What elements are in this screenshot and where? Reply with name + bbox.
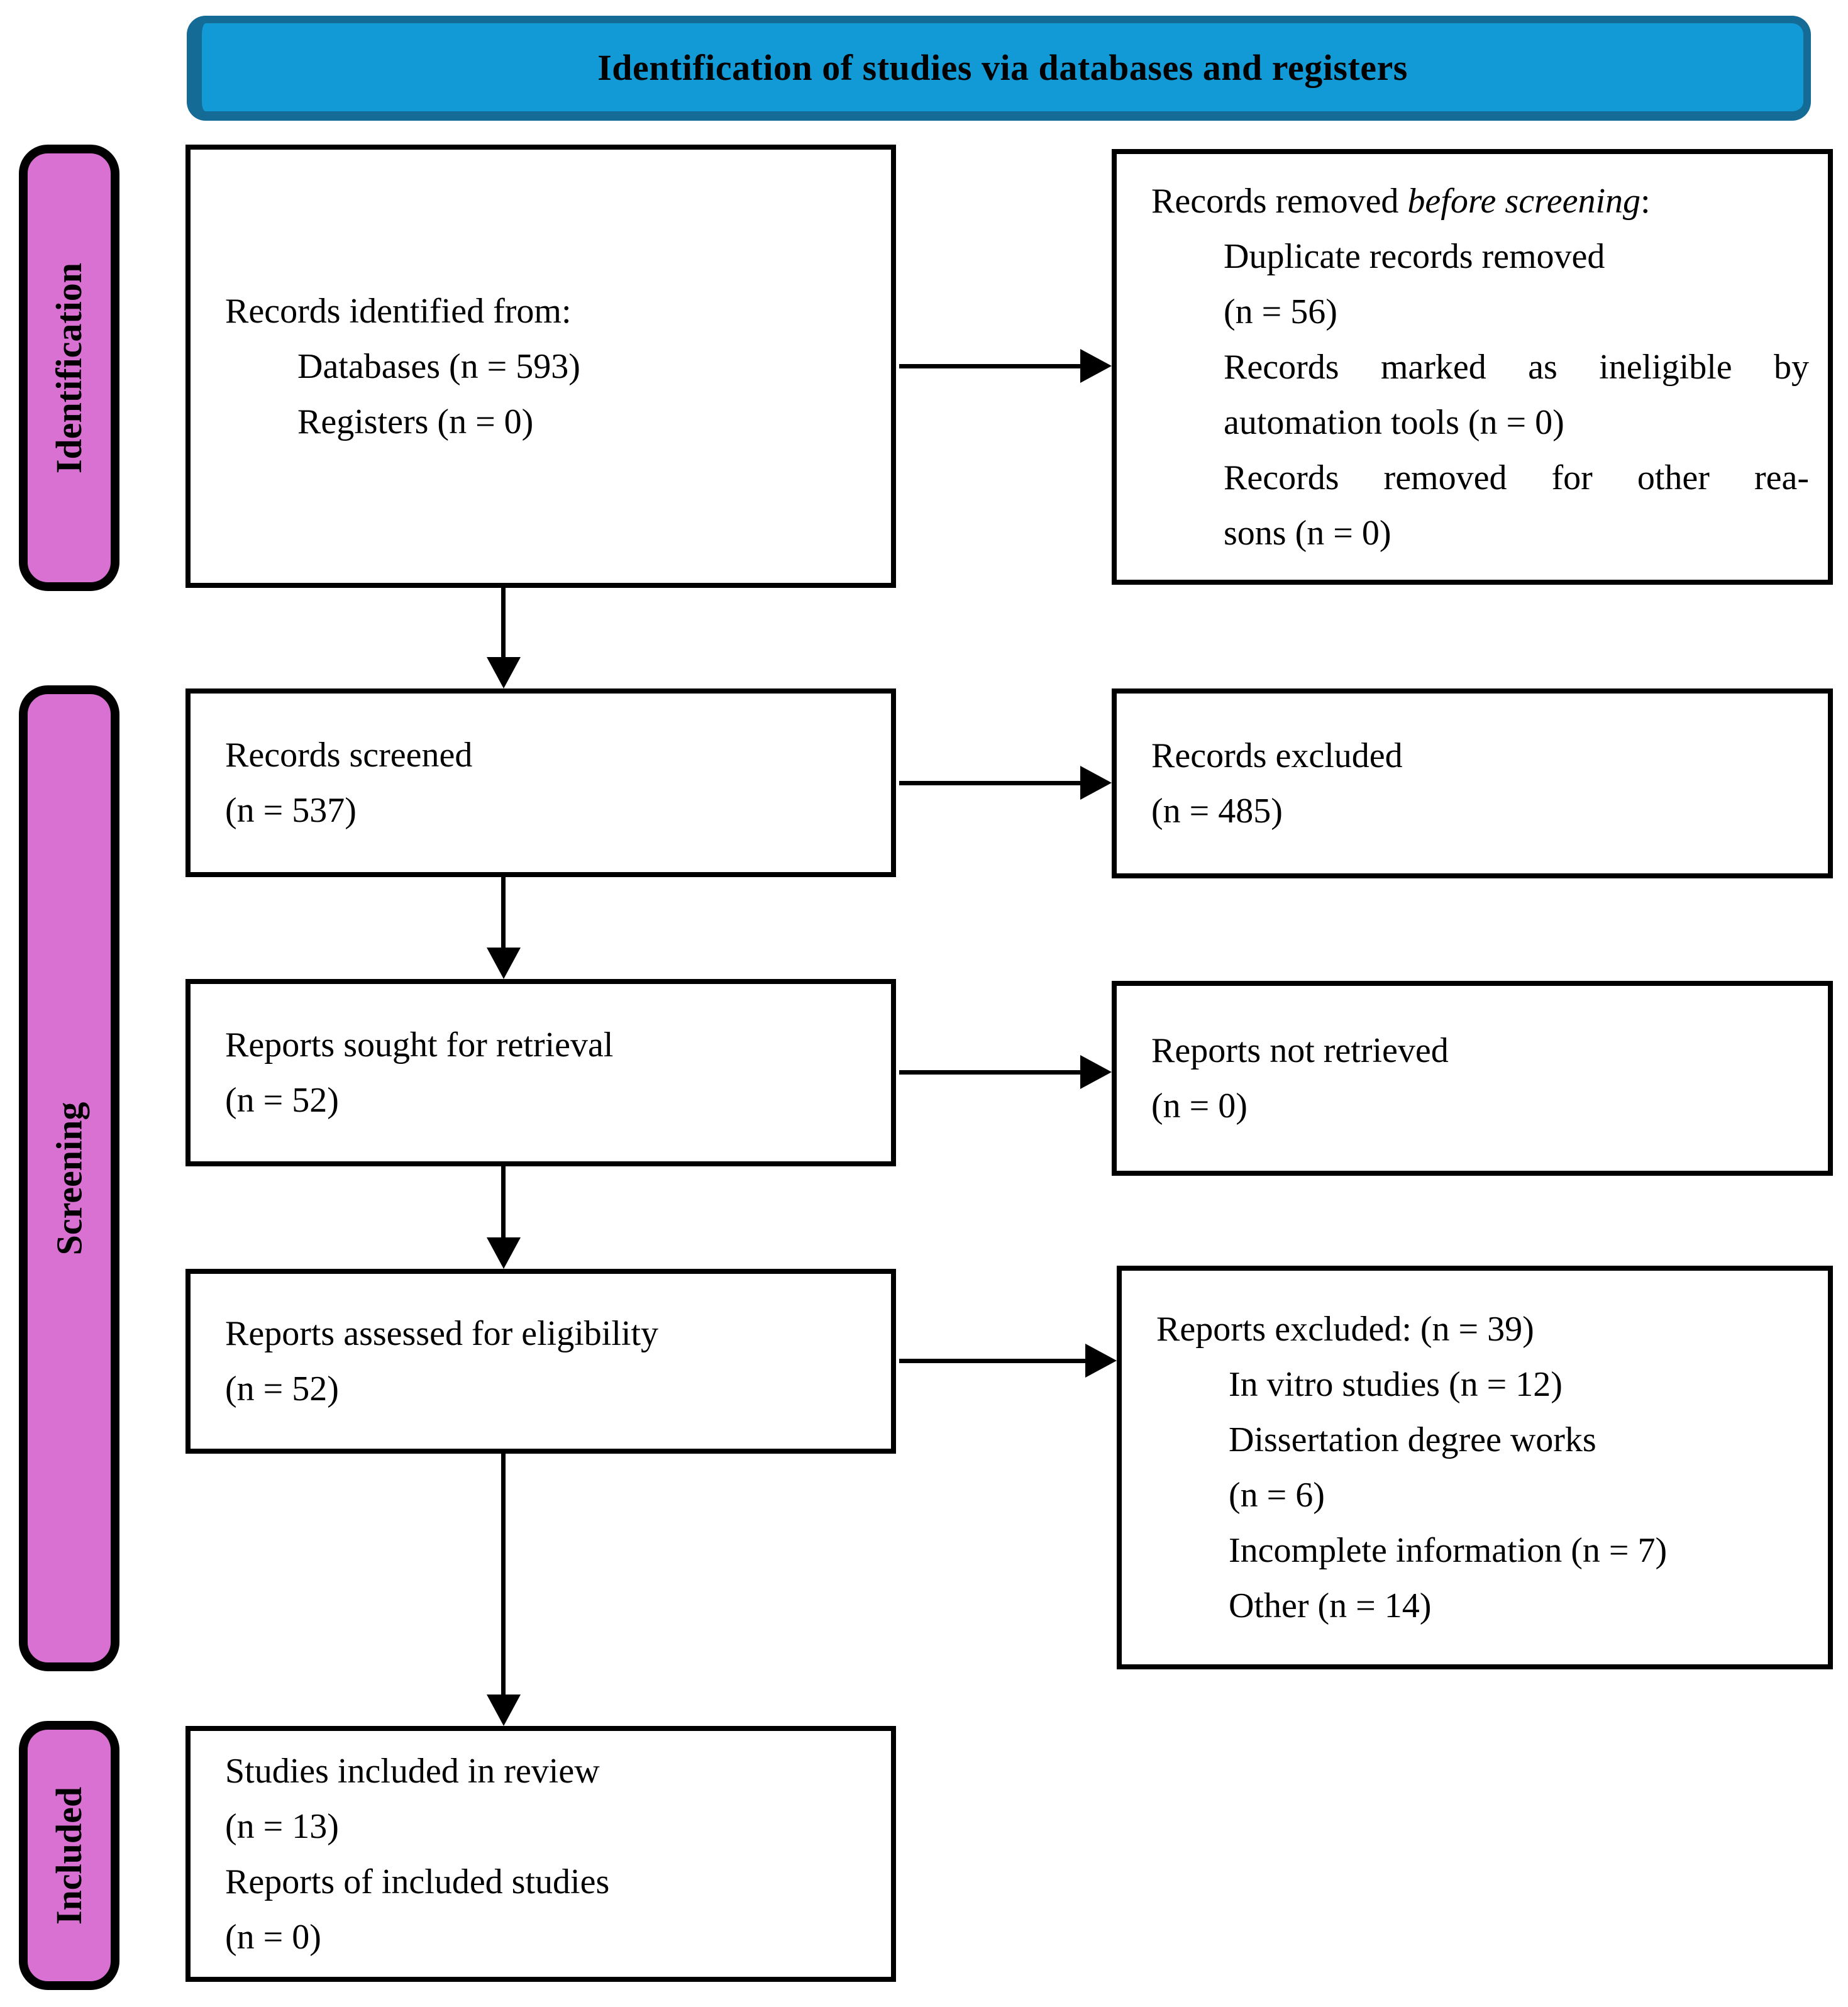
title-banner: Identification of studies via databases … <box>187 16 1811 121</box>
box-line: (n = 13) <box>225 1806 339 1846</box>
box-line: Duplicate records removed <box>1224 236 1605 276</box>
arrow-assessed-to-included-line <box>501 1454 506 1696</box>
arrow-identified-to-screened-head <box>487 657 521 688</box>
box-line: Records identified from: <box>225 291 572 331</box>
box-line: Records excluded <box>1151 736 1403 775</box>
box-reports-excluded-reasons: Reports excluded: (n = 39) In vitro stud… <box>1117 1266 1833 1669</box>
box-line: (n = 6) <box>1229 1476 1325 1515</box>
box-reports-assessed: Reports assessed for eligibility (n = 52… <box>185 1269 896 1454</box>
box-line: (n = 52) <box>225 1369 339 1408</box>
box-line: Records removed before screening: <box>1151 174 1809 229</box>
arrow-assessed-to-excludedreasons-line <box>899 1359 1085 1363</box>
box-line: Incomplete information (n = 7) <box>1229 1531 1668 1570</box>
stage-identification-label: Identification <box>48 262 90 473</box>
box-line: automation tools (n = 0) <box>1224 402 1564 442</box>
box-records-screened: Records screened (n = 537) <box>185 688 896 877</box>
arrow-identified-to-screened-line <box>501 588 506 658</box>
box-reports-sought: Reports sought for retrieval (n = 52) <box>185 979 896 1166</box>
arrow-sought-to-assessed-line <box>501 1166 506 1239</box>
box-line: (n = 485) <box>1151 792 1283 831</box>
box-line-text: : <box>1641 181 1651 221</box>
box-line: (n = 0) <box>1151 1086 1248 1125</box>
box-line: (n = 537) <box>225 791 357 830</box>
box-line: Reports not retrieved <box>1151 1031 1449 1070</box>
box-line: Dissertation degree works <box>1229 1420 1596 1459</box>
box-records-excluded: Records excluded (n = 485) <box>1112 688 1833 878</box>
box-studies-included: Studies included in review (n = 13) Repo… <box>185 1726 896 1982</box>
box-line: Databases (n = 593) <box>297 346 580 386</box>
arrow-identified-to-removed-line <box>899 364 1083 368</box>
box-line-text: Records removed <box>1151 181 1408 221</box>
stage-identification: Identification <box>19 145 119 591</box>
box-line: Reports of included studies <box>225 1862 610 1901</box>
stage-screening-label: Screening <box>48 1102 90 1255</box>
box-line: Registers (n = 0) <box>297 402 534 441</box>
arrow-assessed-to-included-head <box>487 1695 521 1726</box>
box-reports-not-retrieved: Reports not retrieved (n = 0) <box>1112 981 1833 1176</box>
arrow-screened-to-excluded-line <box>899 781 1083 785</box>
box-line: Records removed for other rea- <box>1224 458 1809 497</box>
box-line: (n = 56) <box>1224 292 1337 331</box>
diagram-title: Identification of studies via databases … <box>597 47 1408 88</box>
arrow-sought-to-notretrieved-line <box>899 1070 1083 1075</box>
stage-included: Included <box>19 1721 119 1990</box>
arrow-screened-to-sought-line <box>501 877 506 949</box>
stage-included-label: Included <box>48 1786 90 1925</box>
arrow-identified-to-removed-head <box>1080 349 1112 383</box>
box-line: Reports sought for retrieval <box>225 1026 614 1064</box>
box-line: Records marked as ineligible by <box>1224 347 1809 387</box>
arrow-screened-to-excluded-head <box>1080 766 1112 800</box>
box-line: Other (n = 14) <box>1229 1586 1432 1625</box>
arrow-sought-to-assessed-head <box>487 1237 521 1269</box>
box-line: In vitro studies (n = 12) <box>1229 1365 1563 1404</box>
box-line: Studies included in review <box>225 1751 600 1791</box>
box-records-identified: Records identified from: Databases (n = … <box>185 145 896 588</box>
box-line: Reports excluded: (n = 39) <box>1156 1310 1534 1349</box>
arrow-screened-to-sought-head <box>487 948 521 979</box>
box-records-removed: Records removed before screening: Duplic… <box>1112 149 1833 585</box>
arrow-assessed-to-excludedreasons-head <box>1085 1344 1117 1378</box>
arrow-sought-to-notretrieved-head <box>1080 1055 1112 1089</box>
box-line: Records screened <box>225 736 473 775</box>
italic-phrase: before screening <box>1407 181 1641 221</box>
stage-screening: Screening <box>19 685 119 1671</box>
box-line: sons (n = 0) <box>1224 513 1392 553</box>
box-line: Reports assessed for eligibility <box>225 1314 659 1353</box>
box-line: (n = 0) <box>225 1917 321 1957</box>
box-line: (n = 52) <box>225 1081 339 1120</box>
